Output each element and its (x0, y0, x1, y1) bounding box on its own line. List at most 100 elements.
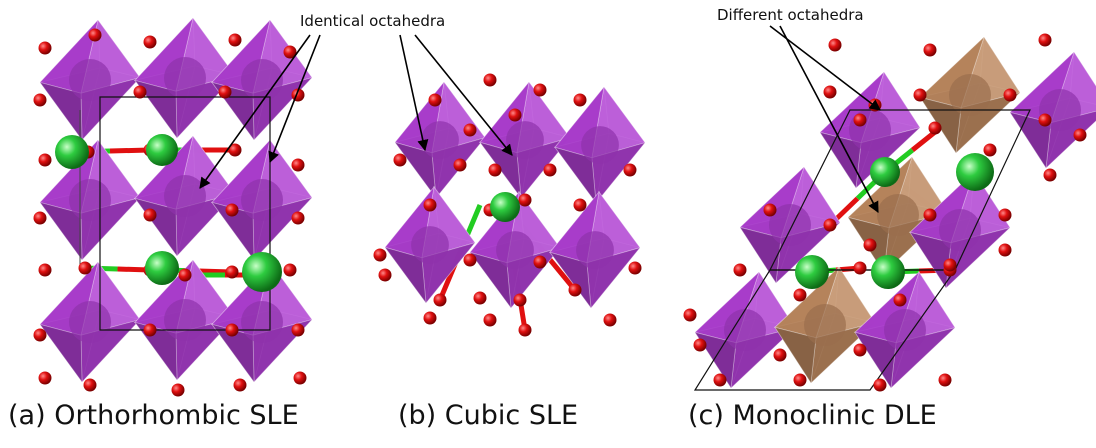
oxygen-atom (453, 158, 467, 172)
oxygen-atom (483, 73, 497, 87)
oxygen-atom (853, 113, 867, 127)
octahedron-face (39, 323, 83, 384)
oxygen-atom (928, 121, 942, 135)
oxygen-atom (628, 261, 642, 275)
oxygen-atom (83, 378, 97, 392)
oxygen-atom (568, 283, 582, 297)
oxygen-atom (603, 313, 617, 327)
oxygen-atom (33, 211, 47, 225)
a-site-cation (146, 134, 178, 166)
octahedron (738, 165, 842, 285)
oxygen-atom (143, 323, 157, 337)
oxygen-atom (543, 163, 557, 177)
oxygen-atom (853, 261, 867, 275)
octahedron (210, 138, 314, 262)
caption-cubic: (b) Cubic SLE (398, 400, 579, 431)
octahedron (548, 190, 642, 310)
oxygen-atom (823, 218, 837, 232)
oxygen-atom (133, 85, 147, 99)
oxygen-atom (533, 255, 547, 269)
b-site-cation (724, 309, 766, 351)
b-site-cation (939, 209, 981, 251)
octahedron (38, 260, 142, 384)
oxygen-atom (78, 261, 92, 275)
b-site-cation (769, 204, 811, 246)
annotation-arrow (779, 25, 879, 213)
oxygen-atom (863, 238, 877, 252)
oxygen-atom (573, 198, 587, 212)
oxygen-atom (623, 163, 637, 177)
oxygen-atom (233, 378, 247, 392)
b-site-cation (496, 231, 534, 269)
octahedron (853, 270, 957, 390)
oxygen-atom (683, 308, 697, 322)
oxygen-atom (823, 85, 837, 99)
b-site-cation (506, 121, 544, 159)
oxygen-atom (291, 323, 305, 337)
oxygen-atom (763, 203, 777, 217)
octahedron-face (468, 251, 512, 310)
b-site-cation (69, 59, 111, 101)
caption-orthorhombic: (a) Orthorhombic SLE (8, 400, 299, 431)
b-site-cation (164, 175, 206, 217)
oxygen-atom (378, 268, 392, 282)
octahedron (383, 185, 477, 305)
octahedron (38, 18, 142, 142)
a-site-cation (490, 192, 520, 222)
octahedron-face (553, 146, 597, 205)
oxygen-atom (423, 198, 437, 212)
b-site-cation (69, 301, 111, 343)
octahedron-face (774, 326, 817, 385)
oxygen-atom (33, 93, 47, 107)
oxygen-atom (483, 313, 497, 327)
different-octahedra-label: Different octahedra (717, 6, 864, 24)
oxygen-atom (228, 143, 242, 157)
a-site-cation (145, 251, 179, 285)
b-site-cation (241, 59, 283, 101)
octahedron-face (1009, 111, 1052, 170)
oxygen-atom (373, 248, 387, 262)
oxygen-atom (433, 293, 447, 307)
oxygen-atom (793, 373, 807, 387)
oxygen-atom (828, 38, 842, 52)
oxygen-atom (513, 293, 527, 307)
oxygen-atom (428, 93, 442, 107)
octahedron (773, 265, 877, 385)
oxygen-atom (225, 265, 239, 279)
oxygen-atom (998, 208, 1012, 222)
oxygen-atom (143, 208, 157, 222)
oxygen-atom (913, 88, 927, 102)
oxygen-atom (291, 211, 305, 225)
oxygen-atom (983, 143, 997, 157)
oxygen-atom (283, 263, 297, 277)
oxygen-atom (518, 323, 532, 337)
oxygen-atom (1073, 128, 1087, 142)
oxygen-atom (463, 123, 477, 137)
a-site-cation (242, 252, 282, 292)
b-site-cation (164, 57, 206, 99)
oxygen-atom (853, 343, 867, 357)
annotation-arrow (199, 34, 311, 189)
oxygen-atom (88, 28, 102, 42)
octahedron (918, 35, 1022, 155)
oxygen-atom (38, 371, 52, 385)
octahedron-face (383, 246, 427, 305)
oxygen-atom (38, 263, 52, 277)
octahedron (553, 85, 647, 205)
oxygen-atom (33, 328, 47, 342)
oxygen-atom (291, 158, 305, 172)
octahedron-face (819, 131, 862, 190)
annotation-arrow (414, 34, 513, 156)
octahedron (478, 80, 572, 200)
octahedron (468, 190, 562, 310)
annotation-arrows-layer (199, 25, 881, 213)
oxygen-atom (171, 383, 185, 397)
oxygen-atom (488, 163, 502, 177)
oxygen-atom (713, 373, 727, 387)
oxygen-atom (293, 371, 307, 385)
a-site-cation (795, 255, 829, 289)
b-site-cation (877, 194, 919, 236)
b-site-cation (241, 179, 283, 221)
annotation-arrow (769, 25, 881, 111)
